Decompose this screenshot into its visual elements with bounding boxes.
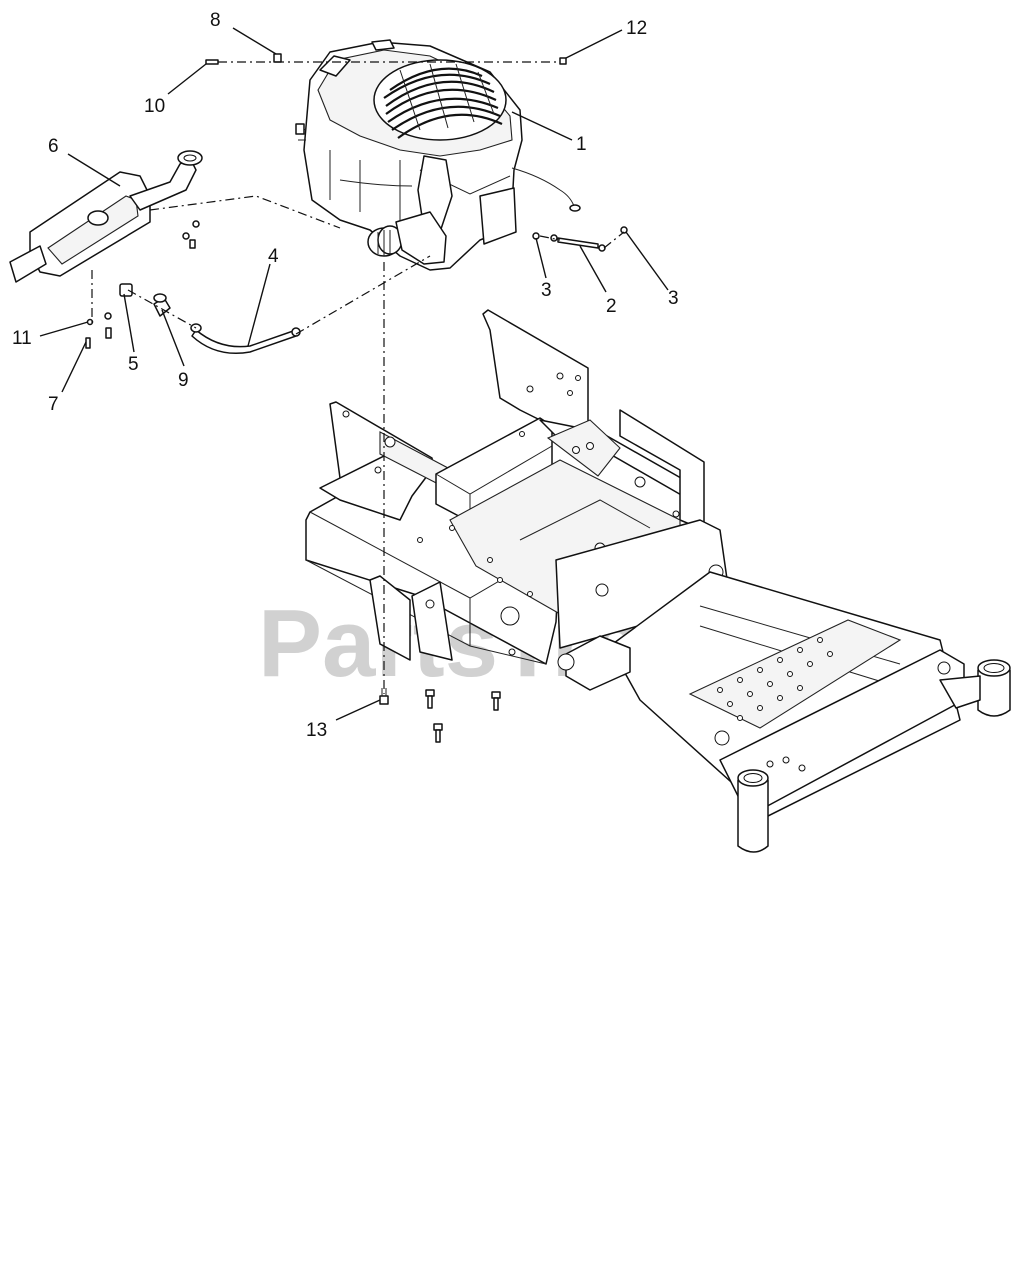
spacer — [119, 283, 133, 297]
callout-10: 10 — [144, 96, 165, 117]
callout-6: 6 — [48, 136, 59, 157]
callout-2: 2 — [606, 296, 617, 317]
fuel-hose — [190, 323, 301, 355]
callout-4: 4 — [268, 246, 279, 267]
blower-grille — [373, 59, 507, 141]
callout-13: 13 — [306, 720, 327, 741]
screw-12 — [559, 57, 567, 65]
engine-mount-bolts — [379, 688, 501, 743]
callouts: 8 12 10 1 6 4 3 2 3 11 5 9 7 13 — [12, 10, 679, 741]
nut-8 — [273, 53, 282, 63]
engine — [295, 39, 581, 271]
hose-clamp — [153, 293, 171, 317]
callout-12: 12 — [626, 18, 647, 39]
caster-tube-right — [939, 659, 1011, 717]
assembly-lines — [91, 61, 625, 694]
callout-3-right: 3 — [668, 288, 679, 309]
callout-1: 1 — [576, 134, 587, 155]
callout-3-left: 3 — [541, 280, 552, 301]
callout-7: 7 — [48, 394, 59, 415]
leader-lines — [39, 27, 669, 721]
screw-10 — [205, 59, 219, 65]
rail-hole-pattern — [717, 637, 833, 721]
callout-5: 5 — [128, 354, 139, 375]
callout-9: 9 — [178, 370, 189, 391]
connector-rod — [550, 234, 606, 252]
callout-8: 8 — [210, 10, 221, 31]
chassis-frame — [305, 309, 1011, 853]
muffler — [9, 150, 203, 283]
callout-11: 11 — [12, 328, 32, 349]
caster-tube-left — [737, 769, 769, 853]
rod-end-clip-right — [620, 226, 628, 234]
